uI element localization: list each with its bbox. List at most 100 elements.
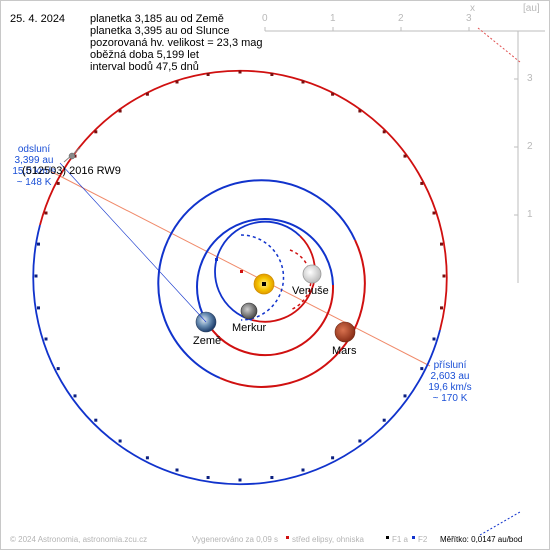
orbit-point	[118, 109, 122, 113]
info-sun-distance: planetka 3,395 au od Slunce	[90, 25, 230, 37]
earth-label: Země	[193, 335, 222, 347]
mars-label: Mars	[332, 345, 357, 357]
asteroid-orbit-above-ecliptic	[39, 69, 448, 331]
orbit-point	[420, 367, 424, 371]
asteroid-icon	[68, 152, 76, 160]
footer-generated: Vygenerováno za 0,09 s	[192, 535, 278, 544]
orbit-point	[331, 92, 335, 96]
orbit-point	[206, 476, 210, 479]
perihelion-label: přísluní 2,603 au 19,6 km/s ~ 170 K	[420, 360, 480, 404]
aphelion-label: odsluní 3,399 au 15,0 km/s ~ 148 K	[6, 144, 62, 188]
orbit-point	[118, 439, 122, 443]
y-tick-label-2: 2	[527, 141, 533, 152]
aphelion-distance: 3,399 au	[14, 155, 54, 166]
legend-f1-swatch	[386, 536, 389, 539]
orbit-point	[270, 73, 274, 76]
x-axis-arrow	[477, 27, 521, 63]
orbit-point	[73, 394, 77, 398]
perihelion-speed: 19,6 km/s	[428, 382, 472, 393]
orbit-point	[37, 306, 40, 310]
mercury-label: Merkur	[232, 322, 267, 334]
orbit-point	[34, 274, 38, 278]
orbit-point	[44, 211, 48, 215]
mercury-orbit-far	[240, 234, 285, 321]
orbit-point	[145, 92, 149, 96]
orbit-point	[301, 468, 305, 472]
footer-legend-center: střed elipsy, ohniska	[292, 535, 364, 544]
footer-legend-f2: F2	[418, 535, 428, 544]
orbit-point	[440, 242, 443, 246]
mercury-icon	[240, 302, 258, 320]
mars-orbit-top	[167, 179, 356, 241]
orbit-point	[440, 306, 443, 310]
aphelion-speed: 15,0 km/s	[12, 166, 56, 177]
orbit-point	[331, 456, 335, 460]
earth-asteroid-sightline	[59, 162, 207, 323]
asteroid-marker-tick	[63, 147, 81, 163]
orbit-point	[403, 154, 407, 158]
legend-center-swatch	[286, 536, 289, 539]
x-tick-label-2: 2	[398, 13, 404, 24]
venus-icon	[302, 264, 322, 284]
y-tick-label-3: 3	[527, 73, 533, 84]
orbit-point	[44, 337, 48, 341]
info-period: oběžná doba 5,199 let	[90, 49, 199, 61]
aphelion-temperature: ~ 148 K	[16, 177, 52, 188]
perihelion-temperature: ~ 170 K	[432, 393, 468, 404]
x-tick-label-0: 0	[262, 13, 268, 24]
line-of-apsides	[51, 171, 431, 367]
orbit-point	[420, 181, 424, 185]
aphelion-title: odsluní	[17, 144, 51, 155]
perihelion-distance: 2,603 au	[430, 371, 470, 382]
orbit-point	[94, 418, 98, 422]
orbit-point	[238, 70, 242, 74]
scale-arrow	[479, 511, 521, 536]
orbit-point	[432, 211, 436, 215]
venus-orbit-far	[214, 220, 301, 321]
x-tick-label-1: 1	[330, 13, 336, 24]
orbit-point	[358, 109, 362, 113]
venus-label: Venuše	[292, 285, 329, 297]
info-interval: interval bodů 47,5 dnů	[90, 61, 199, 73]
asteroid-orbit-points	[34, 70, 446, 482]
mars-orbit-right	[219, 239, 366, 388]
orbit-point	[382, 130, 386, 134]
orbit-point	[56, 181, 60, 185]
y-tick-label-1: 1	[527, 209, 533, 220]
ellipse-center-marker	[240, 270, 243, 273]
orbit-point	[270, 476, 274, 479]
orbit-point	[94, 130, 98, 134]
asteroid-orbit-below-ecliptic	[32, 224, 441, 486]
mars-orbit-left	[157, 239, 221, 379]
orbit-point	[382, 418, 386, 422]
focus-marker	[262, 282, 266, 286]
earth-orbit-near	[209, 284, 335, 357]
info-earth-distance: planetka 3,185 au od Země	[90, 13, 224, 25]
object-name: (512503) 2016 RW9	[22, 165, 121, 177]
orbit-point	[403, 394, 407, 398]
orbit-point	[37, 242, 40, 246]
orbit-point	[145, 456, 149, 460]
focus-f2-marker	[215, 258, 218, 261]
date-label: 25. 4. 2024	[10, 13, 66, 25]
orbit-point	[358, 439, 362, 443]
unit-label: [au]	[523, 3, 540, 14]
perihelion-title: přísluní	[433, 360, 467, 371]
x-axis	[264, 27, 545, 32]
orbit-point	[442, 274, 446, 278]
orbit-point	[432, 337, 436, 341]
info-magnitude: pozorovaná hv. velikost = 23,3 mag	[90, 37, 263, 49]
orbit-point	[56, 367, 60, 371]
footer-scale: Měřítko: 0,0147 au/bod	[440, 535, 523, 544]
orbit-point	[301, 80, 305, 84]
y-axis	[514, 31, 519, 283]
mars-icon	[334, 321, 356, 343]
venus-orbit-near	[251, 235, 316, 323]
x-axis-label: x	[470, 3, 475, 14]
legend-f2-swatch	[412, 536, 415, 539]
orbit-point	[175, 80, 179, 84]
orbit-point	[238, 478, 242, 482]
